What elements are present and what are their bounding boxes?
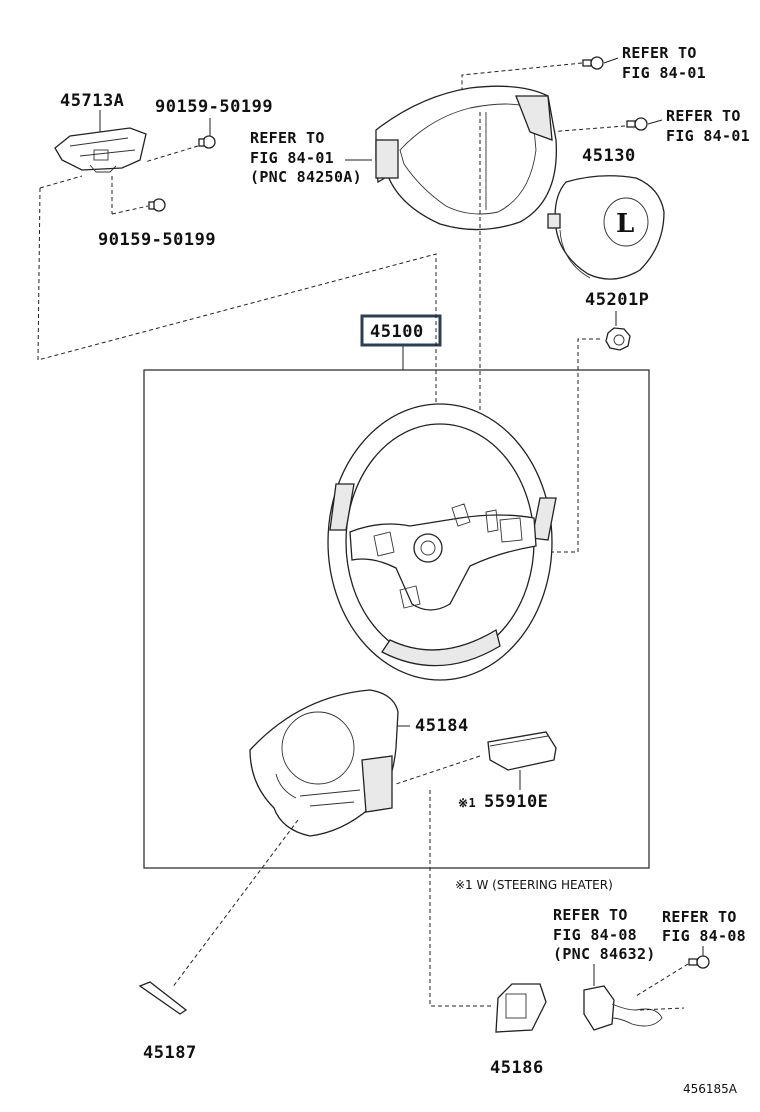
screw-icon <box>582 56 604 70</box>
heater-module-55910E-drawing <box>487 731 557 771</box>
part-45100-highlight[interactable] <box>360 314 442 347</box>
trim-45186-drawing <box>495 983 547 1033</box>
screw-icon <box>198 135 216 149</box>
figure-id: 456185A <box>683 1082 738 1096</box>
ref-fig-84-08-b-line2[interactable]: FIG 84-08 <box>662 927 746 945</box>
steering-cover-drawing <box>375 85 558 231</box>
part-label-90159-bottom[interactable]: 90159-50199 <box>98 230 216 250</box>
footnote-steering-heater: ※1 W (STEERING HEATER) <box>455 878 613 892</box>
screw-icon <box>626 117 648 131</box>
part-label-45713A[interactable]: 45713A <box>60 91 124 111</box>
harness-84632-drawing <box>583 985 685 1031</box>
part-label-45186[interactable]: 45186 <box>490 1058 544 1078</box>
lexus-logo-icon: L <box>616 209 634 239</box>
ref-fig-84-08-b-line1[interactable]: REFER TO <box>662 908 737 926</box>
part-mark-55910E: ※1 <box>458 796 476 810</box>
lower-cover-45184-drawing <box>249 689 399 837</box>
part-label-45187[interactable]: 45187 <box>143 1043 197 1063</box>
part-label-55910E[interactable]: 55910E <box>484 792 548 812</box>
airbag-45130-drawing: L <box>547 175 665 280</box>
ref-fig-84-01-b-line1[interactable]: REFER TO <box>666 107 741 125</box>
screw-icon <box>688 955 710 969</box>
ref-pnc-84250A-line3[interactable]: (PNC 84250A) <box>250 168 362 186</box>
part-label-45130[interactable]: 45130 <box>582 146 636 166</box>
ref-fig-84-01-b-line2[interactable]: FIG 84-01 <box>666 127 750 145</box>
ref-pnc-84632-line1[interactable]: REFER TO <box>553 906 628 924</box>
ref-pnc-84632-line3[interactable]: (PNC 84632) <box>553 945 656 963</box>
ref-fig-84-01-a-line1[interactable]: REFER TO <box>622 44 697 62</box>
ref-pnc-84250A-line2[interactable]: FIG 84-01 <box>250 149 334 167</box>
part-label-45100: 45100 <box>370 322 424 342</box>
trim-45187-drawing <box>138 981 188 1015</box>
part-label-45201P[interactable]: 45201P <box>585 290 649 310</box>
switch-45713A-drawing <box>54 127 147 173</box>
part-label-90159-top[interactable]: 90159-50199 <box>155 97 273 117</box>
part-label-45184[interactable]: 45184 <box>415 716 469 736</box>
assembly-box <box>143 369 650 869</box>
steering-wheel-drawing <box>327 403 557 681</box>
ref-pnc-84250A-line1[interactable]: REFER TO <box>250 129 325 147</box>
ref-fig-84-01-a-line2[interactable]: FIG 84-01 <box>622 64 706 82</box>
nut-icon <box>605 327 631 351</box>
screw-icon <box>148 198 166 212</box>
ref-pnc-84632-line2[interactable]: FIG 84-08 <box>553 926 637 944</box>
